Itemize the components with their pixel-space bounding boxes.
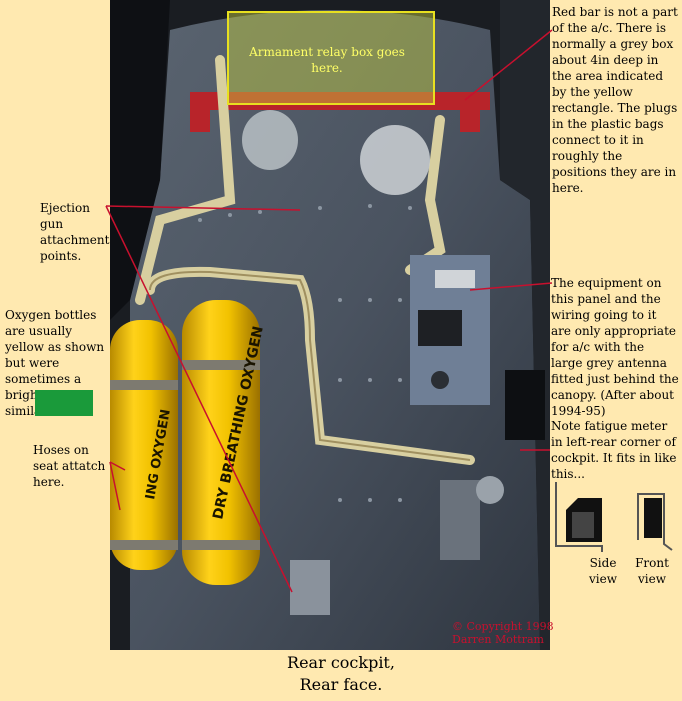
green-color-swatch	[35, 390, 93, 416]
photo-caption: Rear cockpit, Rear face.	[0, 652, 682, 696]
note-red-bar: Red bar is not a part of the a/c. There …	[552, 5, 678, 195]
armament-relay-label: Armament relay box goes here.	[249, 45, 405, 75]
front-view-diagram	[637, 493, 673, 551]
side-view-label: Side view	[589, 556, 617, 586]
note-fatigue-meter: Note fatigue meter in left-rear corner o…	[551, 419, 677, 481]
note-ejection-gun: Ejection gun attachment points.	[40, 201, 110, 263]
cockpit-photo: DRY BREATHING OXYGEN ING OXYGEN	[110, 0, 550, 650]
caption-line-1: Rear cockpit,	[287, 653, 395, 672]
copyright-text: © Copyright 1998 Darren Mottram	[452, 620, 554, 646]
caption-line-2: Rear face.	[299, 675, 383, 694]
note-equipment-panel: The equipment on this panel and the wiri…	[551, 276, 679, 418]
note-hoses: Hoses on seat attatch here.	[33, 443, 106, 489]
side-view-diagram	[555, 482, 603, 552]
front-view-label: Front view	[635, 556, 669, 586]
fatigue-meter-diagram	[555, 482, 673, 552]
